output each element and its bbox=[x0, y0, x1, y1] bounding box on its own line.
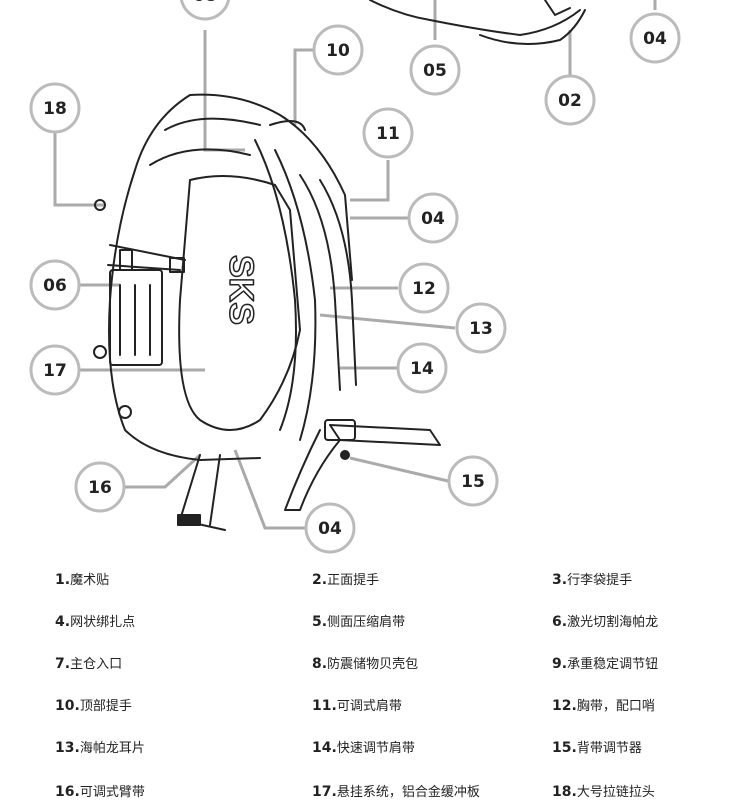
callout-13: 13 bbox=[455, 302, 507, 354]
callout-17: 17 bbox=[29, 344, 81, 396]
legend-item: 3.行李袋提手 bbox=[552, 572, 633, 588]
callout-10: 10 bbox=[312, 24, 364, 76]
legend-item: 6.激光切割海帕龙 bbox=[552, 614, 659, 630]
leader-lines bbox=[53, 0, 657, 530]
callout-04-middle: 04 bbox=[407, 192, 459, 244]
svg-text:04: 04 bbox=[421, 209, 445, 229]
svg-text:06: 06 bbox=[43, 276, 67, 296]
svg-text:18: 18 bbox=[43, 99, 67, 119]
callout-02: 02 bbox=[544, 74, 596, 126]
legend-item: 14.快速调节肩带 bbox=[312, 740, 415, 756]
callout-16: 16 bbox=[74, 461, 126, 513]
callout-05: 05 bbox=[409, 44, 461, 96]
legend-item: 4.网状绑扎点 bbox=[55, 614, 136, 630]
legend-item: 17.悬挂系统，铝合金缓冲板 bbox=[312, 784, 480, 800]
svg-text:15: 15 bbox=[461, 472, 485, 492]
svg-text:12: 12 bbox=[412, 279, 436, 299]
legend-item: 10.顶部提手 bbox=[55, 698, 132, 714]
legend-item: 13.海帕龙耳片 bbox=[55, 740, 145, 756]
svg-text:17: 17 bbox=[43, 361, 67, 381]
svg-text:13: 13 bbox=[469, 319, 493, 339]
legend-item: 11.可调式肩带 bbox=[312, 698, 402, 714]
svg-text:08: 08 bbox=[193, 0, 217, 6]
legend-item: 1.魔术贴 bbox=[55, 572, 110, 588]
callout-12: 12 bbox=[398, 262, 450, 314]
legend-item: 7.主仓入口 bbox=[55, 656, 123, 672]
legend-item: 15.背带调节器 bbox=[552, 740, 642, 756]
backpack-illustration: SKS bbox=[93, 0, 586, 531]
callout-18: 18 bbox=[29, 82, 81, 134]
svg-text:02: 02 bbox=[558, 91, 582, 111]
svg-text:04: 04 bbox=[318, 519, 342, 539]
svg-text:14: 14 bbox=[410, 359, 434, 379]
legend-item: 5.侧面压缩肩带 bbox=[312, 614, 406, 630]
legend-item: 18.大号拉链拉头 bbox=[552, 784, 655, 800]
callout-14: 14 bbox=[396, 342, 448, 394]
callout-11: 11 bbox=[362, 107, 414, 159]
legend-item: 9.承重稳定调节钮 bbox=[552, 656, 659, 672]
callout-markers: 08 10 05 02 04 18 11 04 bbox=[29, 0, 681, 554]
svg-text:16: 16 bbox=[88, 478, 112, 498]
callout-04-bottom: 04 bbox=[304, 502, 356, 554]
svg-text:11: 11 bbox=[376, 124, 400, 144]
svg-text:04: 04 bbox=[643, 29, 667, 49]
svg-text:10: 10 bbox=[326, 41, 350, 61]
legend-item: 8.防震储物贝壳包 bbox=[312, 656, 419, 672]
legend-item: 2.正面提手 bbox=[312, 572, 380, 588]
callout-08: 08 bbox=[180, 0, 230, 21]
legend-item: 16.可调式臂带 bbox=[55, 784, 145, 800]
callout-04-top: 04 bbox=[629, 12, 681, 64]
brand-logo: SKS bbox=[222, 255, 260, 325]
callout-15: 15 bbox=[447, 455, 499, 507]
svg-text:05: 05 bbox=[423, 61, 447, 81]
feature-legend: 1.魔术贴 2.正面提手 3.行李袋提手 4.网状绑扎点 5.侧面压缩肩带 6.… bbox=[0, 555, 750, 805]
callout-06: 06 bbox=[29, 259, 81, 311]
legend-item: 12.胸带，配口哨 bbox=[552, 698, 655, 714]
backpack-diagram: SKS 08 10 bbox=[29, 0, 681, 554]
